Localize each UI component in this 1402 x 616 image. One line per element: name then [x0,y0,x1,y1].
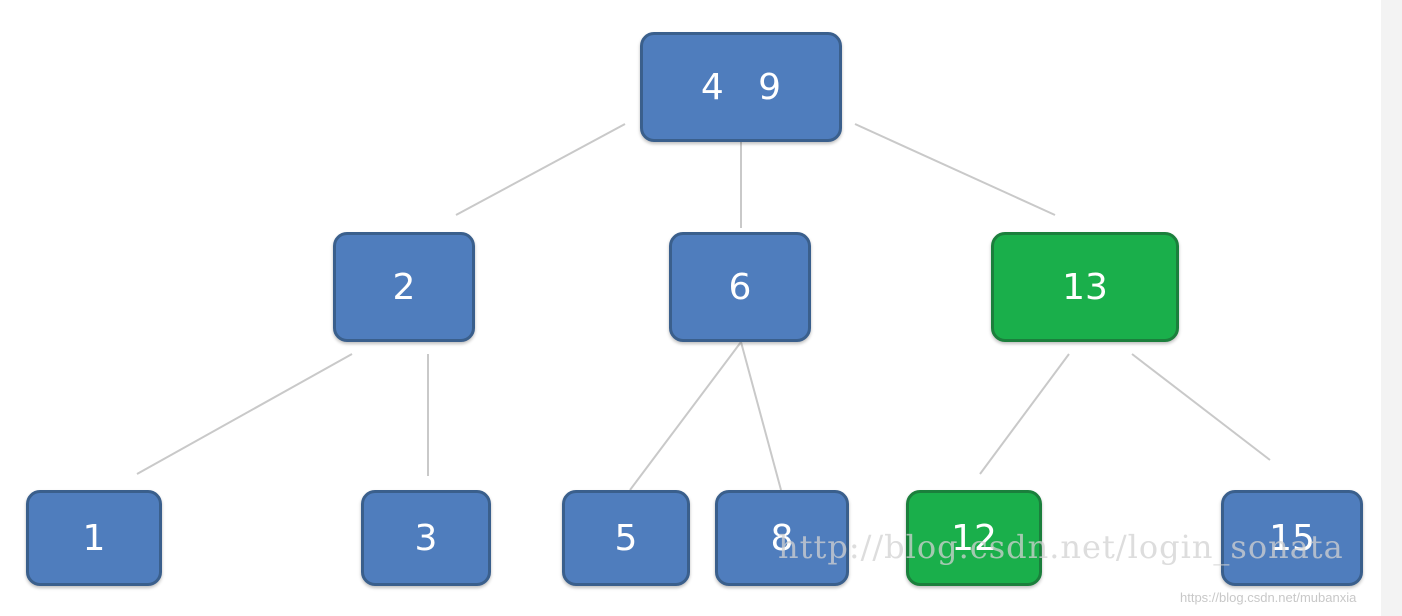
node-root-4-9: 4 9 [640,32,842,142]
edge-root-n2 [455,123,626,216]
node-5: 5 [562,490,690,586]
edge-n2-n1 [136,353,353,475]
edge-n6-n5 [629,341,742,491]
edge-n13-n12 [979,353,1070,475]
watermark-url: http://blog.csdn.net/login_sonata [778,528,1344,566]
scroll-gutter [1381,0,1402,616]
node-12: 12 [906,490,1042,586]
edge-n6-n8 [740,341,782,491]
node-13: 13 [991,232,1179,342]
node-15: 15 [1221,490,1363,586]
node-3: 3 [361,490,491,586]
edge-n13-n15 [1131,353,1271,461]
node-8: 8 [715,490,849,586]
node-1: 1 [26,490,162,586]
node-6: 6 [669,232,811,342]
watermark-small-url: https://blog.csdn.net/mubanxia [1180,590,1357,605]
edge-root-n13 [854,123,1056,216]
node-2: 2 [333,232,475,342]
